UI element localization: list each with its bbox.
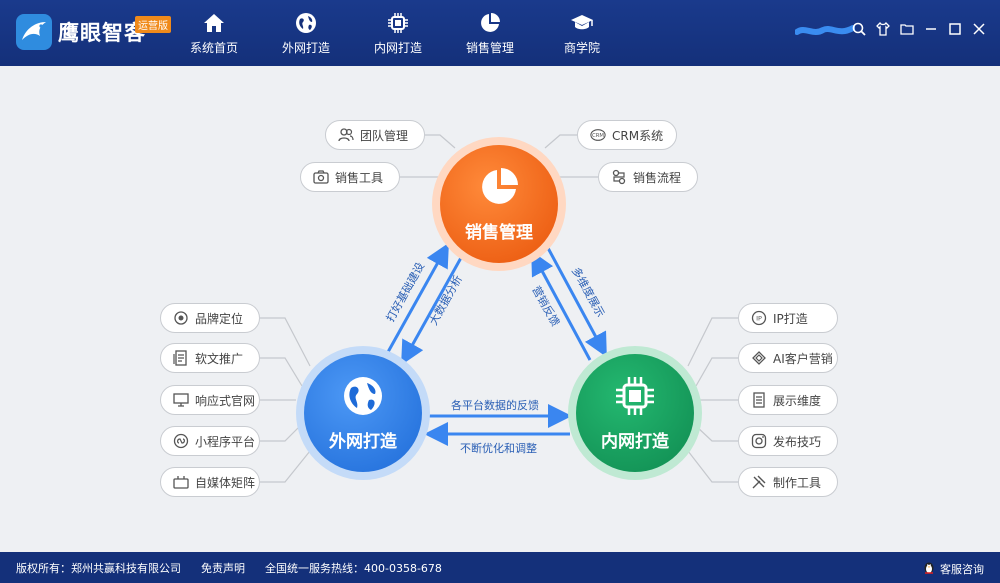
status-bar: 版权所有：郑州共赢科技有限公司 免责声明 全国统一服务热线：400-0358-6…: [0, 552, 1000, 583]
close-icon[interactable]: [972, 22, 986, 36]
team-icon: [338, 127, 354, 143]
external-item-miniprogram[interactable]: 小程序平台: [160, 426, 260, 456]
eagle-logo-icon: [16, 14, 52, 50]
nav-sales[interactable]: 销售管理: [444, 0, 536, 66]
copyright-text: 版权所有：郑州共赢科技有限公司: [16, 561, 181, 575]
customer-service-button[interactable]: 客服咨询: [922, 560, 984, 577]
hub-label: 销售管理: [465, 222, 533, 243]
hub-internal[interactable]: 内网打造: [568, 346, 702, 480]
title-bar: 鹰眼智客 运营版 系统首页 外网打造 内网打造 销售管理: [0, 0, 1000, 66]
main-nav: 系统首页 外网打造 内网打造 销售管理 商学院: [168, 0, 628, 66]
nav-home[interactable]: 系统首页: [168, 0, 260, 66]
search-icon[interactable]: [852, 22, 866, 36]
monitor-icon: [173, 392, 189, 408]
chip-icon: [387, 11, 409, 35]
pill-label: 自媒体矩阵: [195, 475, 256, 490]
miniprogram-icon: [173, 433, 189, 449]
window-controls: [852, 22, 986, 36]
app-logo: 鹰眼智客: [16, 14, 146, 50]
instagram-icon: [751, 433, 767, 449]
pill-label: 销售流程: [633, 170, 682, 185]
chip-icon: [614, 375, 656, 421]
crm-icon: CRM: [590, 127, 606, 143]
pill-label: 团队管理: [360, 128, 409, 143]
sales-item-team[interactable]: 团队管理: [325, 120, 425, 150]
globe-icon: [342, 375, 384, 421]
document-icon: [751, 392, 767, 408]
hotline-text: 全国统一服务热线：400-0358-678: [265, 561, 442, 575]
edition-badge: 运营版: [135, 16, 171, 33]
nav-label: 销售管理: [465, 40, 514, 55]
pill-label: 小程序平台: [195, 434, 256, 449]
hub-label: 内网打造: [601, 431, 669, 452]
sales-item-process[interactable]: 销售流程: [598, 162, 698, 192]
pill-label: 销售工具: [335, 170, 384, 185]
pill-label: 制作工具: [773, 475, 822, 490]
globe-icon: [295, 11, 317, 35]
nav-label: 系统首页: [189, 40, 238, 55]
folder-icon[interactable]: [900, 22, 914, 36]
pill-label: AI客户营销: [773, 351, 833, 366]
ai-icon: [751, 350, 767, 366]
maximize-icon[interactable]: [948, 22, 962, 36]
external-item-article[interactable]: 软文推广: [160, 343, 260, 373]
camera-icon: [313, 169, 329, 185]
nav-label: 外网打造: [281, 40, 330, 55]
pill-label: 软文推广: [195, 351, 244, 366]
svg-text:CRM: CRM: [592, 133, 604, 139]
media-icon: [173, 474, 189, 490]
nav-label: 内网打造: [373, 40, 422, 55]
internal-item-publish[interactable]: 发布技巧: [738, 426, 838, 456]
pill-label: 发布技巧: [773, 434, 822, 449]
redacted-username: [795, 25, 855, 35]
pill-label: CRM系统: [612, 128, 664, 143]
external-item-media[interactable]: 自媒体矩阵: [160, 467, 260, 497]
nav-internal[interactable]: 内网打造: [352, 0, 444, 66]
pie-chart-icon: [479, 11, 501, 35]
feature-diagram: 团队管理 销售工具 CRM CRM系统 销售流程 品牌定位 软文推广 响应式官网…: [0, 66, 1000, 552]
home-icon: [203, 11, 225, 35]
target-icon: [173, 310, 189, 326]
graduation-cap-icon: [570, 11, 594, 35]
minimize-icon[interactable]: [924, 22, 938, 36]
internal-item-ip[interactable]: IP IP打造: [738, 303, 838, 333]
app-title: 鹰眼智客: [58, 21, 146, 45]
external-item-brand[interactable]: 品牌定位: [160, 303, 260, 333]
hub-label: 外网打造: [329, 431, 397, 452]
process-icon: [611, 169, 627, 185]
svg-text:IP: IP: [756, 315, 762, 323]
service-label: 客服咨询: [940, 562, 984, 576]
sales-item-tools[interactable]: 销售工具: [300, 162, 400, 192]
arrow-label: 不断优化和调整: [460, 442, 537, 455]
tools-icon: [751, 474, 767, 490]
pie-chart-icon: [478, 166, 520, 212]
pill-label: 展示维度: [773, 393, 822, 408]
pill-label: IP打造: [773, 311, 808, 326]
nav-label: 商学院: [563, 40, 600, 55]
pill-label: 品牌定位: [195, 311, 244, 326]
nav-academy[interactable]: 商学院: [536, 0, 628, 66]
ip-icon: IP: [751, 310, 767, 326]
hub-external[interactable]: 外网打造: [296, 346, 430, 480]
nav-external[interactable]: 外网打造: [260, 0, 352, 66]
pill-label: 响应式官网: [195, 393, 256, 408]
article-icon: [173, 350, 189, 366]
internal-item-tools[interactable]: 制作工具: [738, 467, 838, 497]
internal-item-ai[interactable]: AI客户营销: [738, 343, 838, 373]
internal-item-display[interactable]: 展示维度: [738, 385, 838, 415]
hub-sales[interactable]: 销售管理: [432, 137, 566, 271]
connector-lines: [260, 134, 738, 483]
arrow-label: 各平台数据的反馈: [451, 399, 539, 412]
penguin-icon: [922, 560, 936, 577]
sales-item-crm[interactable]: CRM CRM系统: [577, 120, 677, 150]
shirt-icon[interactable]: [876, 22, 890, 36]
external-item-website[interactable]: 响应式官网: [160, 385, 260, 415]
disclaimer-link[interactable]: 免责声明: [201, 561, 245, 575]
